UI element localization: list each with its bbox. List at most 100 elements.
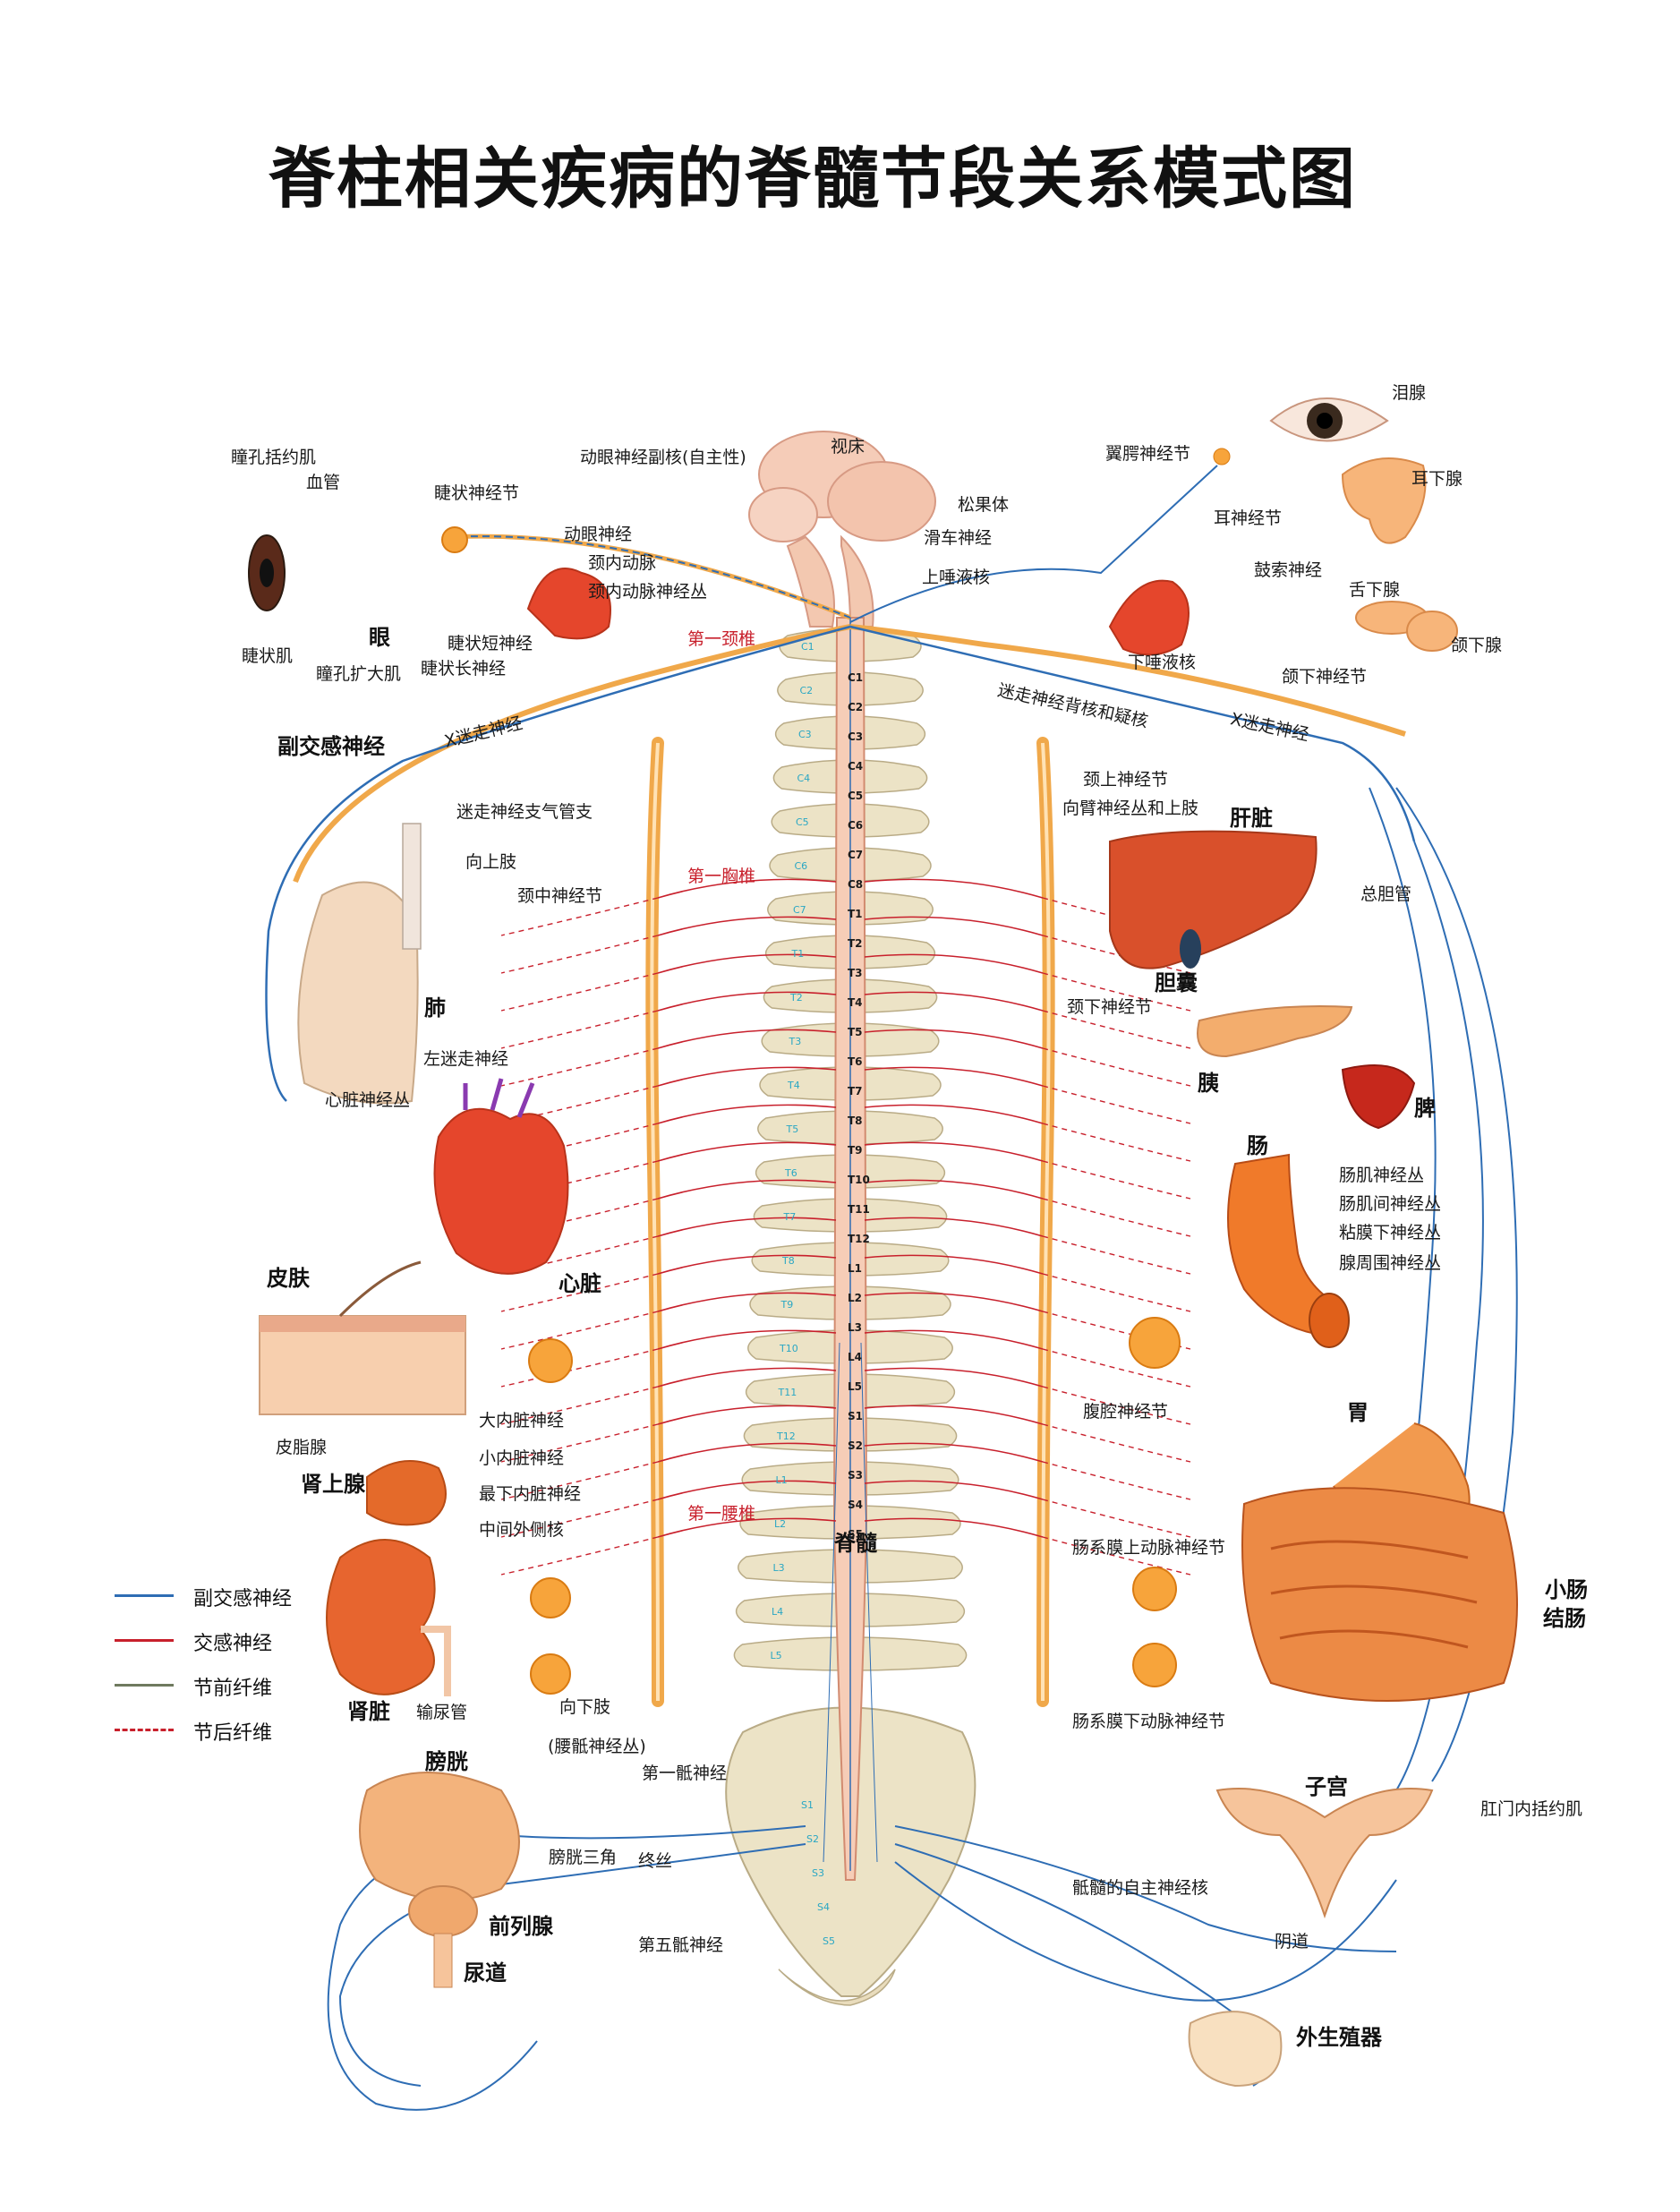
sympathetic-fiber [864,1029,1044,1049]
label-first-thoracic: 第一胸椎 [687,867,756,886]
label-pancreas: 胰 [1198,1071,1219,1096]
sympathetic-fiber [657,1217,837,1237]
sympathetic-fiber [864,1442,1044,1463]
label-middle-cervical-ganglion: 颈中神经节 [517,886,603,906]
label-greater-splanchnic: 大内脏神经 [479,1411,565,1431]
sympathetic-fiber [657,991,837,1012]
label-submandibular: 颌下腺 [1451,636,1503,655]
intestines [1241,1487,1518,1702]
label-stomach: 胃 [1347,1400,1369,1425]
sympathetic-fiber [864,1367,1044,1388]
cord-segment-label: T7 [848,1085,863,1097]
label-chorda-tympani: 鼓索神经 [1254,560,1323,580]
postganglionic-fiber [500,1047,659,1087]
vertebra-label: T10 [780,1343,798,1354]
vertebra-label: C7 [793,904,806,916]
legend-label: 节前纤维 [193,1678,273,1700]
label-lesser-splanchnic: 小内脏神经 [479,1448,565,1468]
postganglionic-fiber [500,1536,659,1576]
vertebra-label: T12 [777,1431,796,1442]
sacral-foramen-label: S3 [812,1867,824,1879]
label-vagina: 阴道 [1275,1932,1309,1952]
cord-segment-label: L1 [848,1262,862,1275]
sympathetic-fiber [864,1292,1044,1312]
sympathetic-trunk-left [645,737,664,1707]
label-trochlear-nerve: 滑车神经 [924,528,993,548]
legend-label: 副交感神经 [193,1588,293,1610]
label-uterus: 子宫 [1305,1774,1348,1799]
label-pterygopalatine: 翼腭神经节 [1105,444,1191,464]
legend-item: 交感神经 [115,1622,347,1667]
legend-item: 副交感神经 [115,1577,347,1622]
label-long-ciliary: 睫状长神经 [421,659,507,679]
label-filum: 终丝 [638,1851,673,1871]
intestine-section [1227,1153,1350,1348]
sympathetic-fiber [657,1029,837,1049]
submandibular-gland [1406,611,1458,652]
postganglionic-fiber [1042,1047,1191,1087]
vagus-bands [265,465,1416,1102]
label-first-lumbar: 第一腰椎 [687,1504,756,1524]
sympathetic-fiber [864,916,1044,936]
label-first-cervical: 第一颈椎 [687,629,756,649]
cord-segment-label: T10 [848,1174,870,1186]
vertebra-label: C6 [794,860,808,872]
sympathetic-fiber [657,1179,837,1200]
postganglionic-fiber [500,1499,659,1538]
cord-segment-label: S2 [848,1439,863,1452]
label-to-lower-limb: 向下肢 [559,1697,611,1717]
cord-segment-label: C1 [848,671,864,684]
sympathetic-fiber [864,1141,1044,1162]
label-short-ciliary: 睫状短神经 [448,634,533,653]
postganglionic-fiber [1042,1423,1191,1463]
label-superior-cervical-ganglion: 颈上神经节 [1083,770,1169,790]
label-oculomotor-nerve: 动眼神经 [564,525,633,544]
sympathetic-fiber [864,878,1044,899]
cord-segment-label: T4 [848,996,863,1009]
vertebra-label: C2 [799,685,814,696]
label-anal-sphincter: 肛门内括约肌 [1480,1799,1583,1819]
label-myenteric-plexus: 肠肌神经丛 [1339,1166,1425,1185]
cord-segment-label: S1 [848,1410,863,1422]
legend-item: 节前纤维 [115,1667,347,1712]
parotid-gland [1341,457,1427,544]
label-first-sacral-nerve: 第一骶神经 [642,1764,728,1783]
postganglionic-fiber [500,1461,659,1500]
postganglionic-fiber [1042,1123,1191,1162]
cord-segment-label: T1 [848,908,863,920]
cord-segment-label: T3 [848,967,863,979]
sympathetic-fiber [657,1254,837,1275]
spleen [1341,1064,1416,1130]
legend: 副交感神经 交感神经 节前纤维 节后纤维 [115,1577,347,1756]
label-genitalia: 外生殖器 [1296,2025,1382,2050]
label-lacrimal: 泪腺 [1392,383,1427,403]
label-sebaceous: 皮脂腺 [276,1438,328,1457]
cord-segment-label: S4 [848,1499,863,1511]
sympathetic-fiber [657,1517,837,1538]
vertebra-label: T1 [791,948,805,960]
postganglionic-fiber [1042,1461,1191,1500]
sympathetic-fiber [657,1442,837,1463]
label-celiac-ganglion: 腹腔神经节 [1083,1402,1169,1422]
sympathetic-fiber [864,1405,1044,1425]
carotid-right [1108,579,1190,656]
label-kidney: 肾脏 [347,1699,390,1724]
label-eye: 眼 [369,625,390,650]
sacral-foramen-label: S2 [806,1833,819,1845]
label-bladder: 膀胱 [425,1749,468,1774]
label-inferior-salivatory: 下唾液核 [1128,653,1197,672]
vertebra-label: C3 [798,729,812,740]
legend-swatch [115,1594,174,1597]
sympathetic-fiber [657,1480,837,1500]
cord-segment-label: T5 [848,1026,863,1038]
label-parotid: 耳下腺 [1411,469,1463,489]
sympathetic-fibers [500,878,1191,1576]
eye-right [1269,397,1389,442]
sympathetic-fiber [657,878,837,899]
cord-segment-label: T12 [848,1233,870,1245]
label-ureter: 输尿管 [416,1703,468,1722]
cord-segment-label: L3 [848,1321,862,1334]
cord-segment-label: T9 [848,1144,863,1157]
sympathetic-fiber [864,1066,1044,1087]
